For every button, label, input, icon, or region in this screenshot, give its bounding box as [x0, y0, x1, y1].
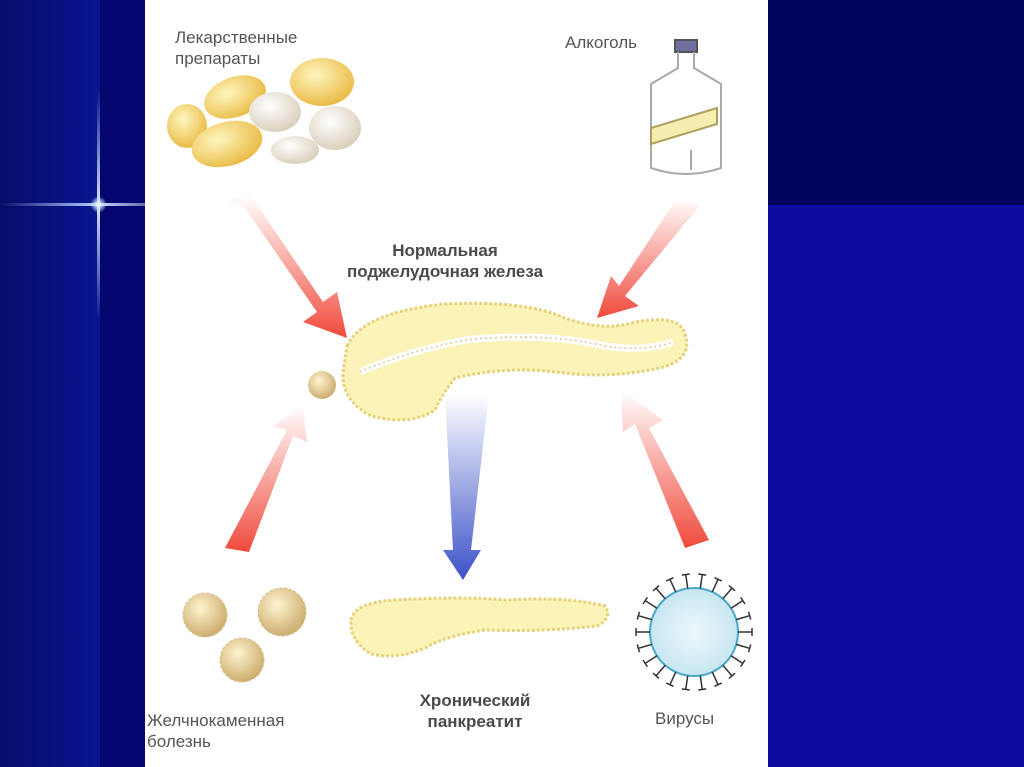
bottle-icon — [650, 39, 722, 175]
label-normal-pancreas: Нормальная поджелудочная железа — [346, 241, 544, 281]
virus-spike — [730, 600, 744, 609]
virus-spike — [736, 614, 750, 621]
slide-background-left — [0, 0, 100, 767]
virus-spike-tip — [642, 659, 649, 668]
virus-spike — [669, 671, 677, 686]
virus-spike — [655, 587, 666, 600]
virus-spike-tip — [698, 688, 707, 691]
virus-spike — [638, 614, 652, 621]
virus-spike-tip — [747, 644, 752, 653]
virus-spike-tip — [665, 576, 674, 582]
slide-background-top-right — [768, 0, 1024, 205]
virus-spike — [669, 578, 677, 593]
label-gallstone: Желчнокаменная болезнь — [147, 711, 285, 751]
cause-arrow-gallstone — [225, 406, 307, 552]
virus-spike — [644, 655, 658, 664]
virus-spike-tip — [652, 672, 660, 680]
virus-spike — [638, 643, 652, 650]
virus-spike — [722, 587, 733, 600]
virus-spike-tip — [665, 682, 674, 688]
virus-spike-tip — [714, 576, 723, 582]
chronic-pancreas-illustration — [349, 596, 610, 658]
label-chronic-pancreatitis: Хронический панкреатит — [419, 691, 531, 731]
diagram-panel: Лекарственные препараты Алкоголь Нормаль… — [145, 0, 768, 767]
virus-spike — [711, 578, 719, 593]
virus-spike-tip — [652, 584, 660, 592]
virus-spike-tip — [681, 688, 690, 691]
virus-spike — [644, 600, 658, 609]
virus-spike — [655, 664, 666, 677]
virus-spike-tip — [681, 573, 690, 576]
virus-spike-tip — [698, 573, 707, 576]
outcome-arrow — [443, 394, 489, 580]
label-viruses: Вирусы — [655, 709, 715, 728]
virus-spike-tip — [728, 672, 736, 680]
virus-spike-tip — [739, 659, 746, 668]
gallstones-icon — [182, 587, 307, 683]
virus-spike — [685, 574, 689, 589]
slide-background-right — [768, 205, 1024, 767]
cause-arrow-drugs — [227, 196, 347, 338]
virus-spike — [699, 675, 703, 690]
virus-spike — [722, 664, 733, 677]
virus-spike — [699, 574, 703, 589]
virus-spike — [736, 643, 750, 650]
slide-background-strip — [100, 0, 145, 767]
cause-arrow-viruses — [621, 390, 709, 548]
virus-icon — [635, 573, 753, 691]
virus-spike-tip — [636, 644, 641, 653]
cause-arrow-alcohol — [597, 198, 701, 318]
virus-spike-tip — [747, 611, 752, 620]
pills-icon — [167, 58, 361, 168]
virus-spike — [711, 671, 719, 686]
normal-pancreas-illustration — [308, 301, 689, 422]
virus-spike — [685, 675, 689, 690]
virus-spike-tip — [739, 596, 746, 605]
virus-spike — [730, 655, 744, 664]
label-alcohol: Алкоголь — [565, 33, 638, 52]
virus-spike-tip — [636, 611, 641, 620]
virus-spike-tip — [642, 596, 649, 605]
label-drugs: Лекарственные препараты — [175, 28, 298, 68]
sparkle-icon — [90, 196, 107, 213]
virus-spike-tip — [728, 584, 736, 592]
virus-spike-tip — [714, 682, 723, 688]
diagram-drawing — [167, 39, 753, 691]
sparkle-ray-horizontal — [0, 203, 145, 206]
